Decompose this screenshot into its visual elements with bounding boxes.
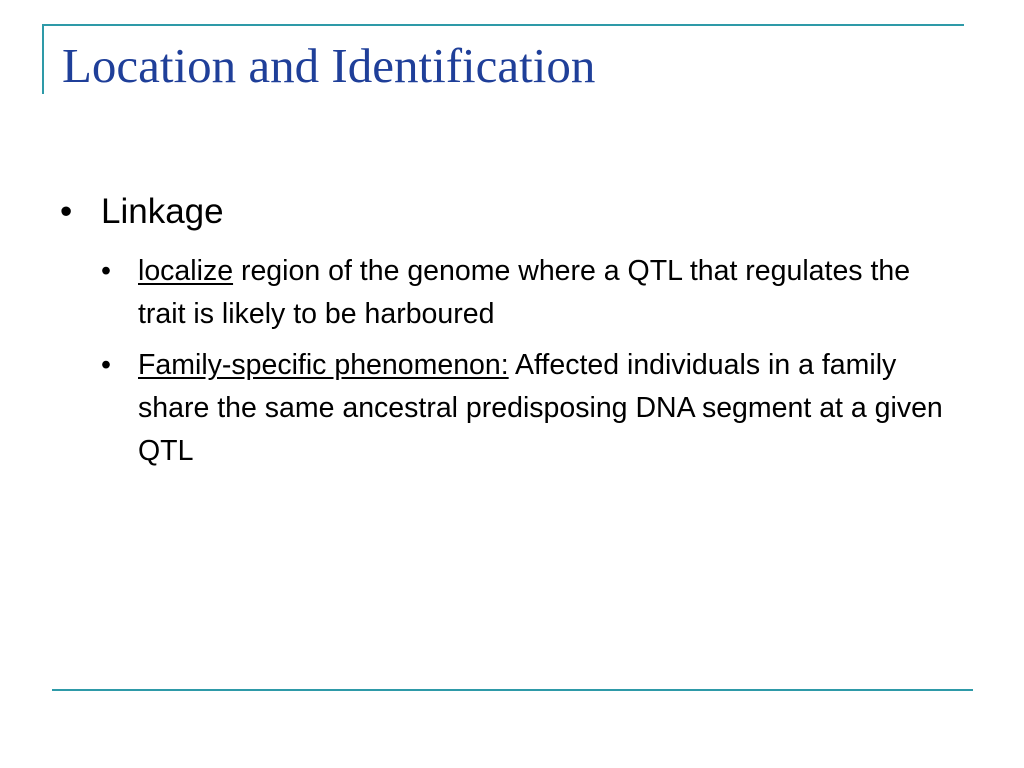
bullet-icon: • <box>101 349 111 381</box>
sub-bullet-text: region of the genome where a QTL that re… <box>138 255 911 330</box>
bullet-text: Linkage <box>101 192 224 231</box>
slide-title: Location and Identification <box>62 38 596 93</box>
bullet-icon: • <box>101 255 111 287</box>
underlined-term: localize <box>138 255 234 287</box>
frame-left-line <box>42 24 44 94</box>
frame-bottom-line <box>52 689 973 691</box>
sub-bullet-list: • localize region of the genome where a … <box>60 250 960 473</box>
sub-bullet-item: • Family-specific phenomenon: Affected i… <box>101 344 960 473</box>
bullet-icon: • <box>60 192 73 231</box>
bullet-item-linkage: • Linkage <box>60 188 960 236</box>
sub-bullet-item: • localize region of the genome where a … <box>101 250 960 336</box>
underlined-term: Family-specific phenomenon: <box>138 349 509 381</box>
sub-bullet-text: Affected individuals in a family share t… <box>138 349 943 467</box>
frame-top-line <box>42 24 964 26</box>
slide-body: • Linkage • localize region of the genom… <box>60 188 960 481</box>
